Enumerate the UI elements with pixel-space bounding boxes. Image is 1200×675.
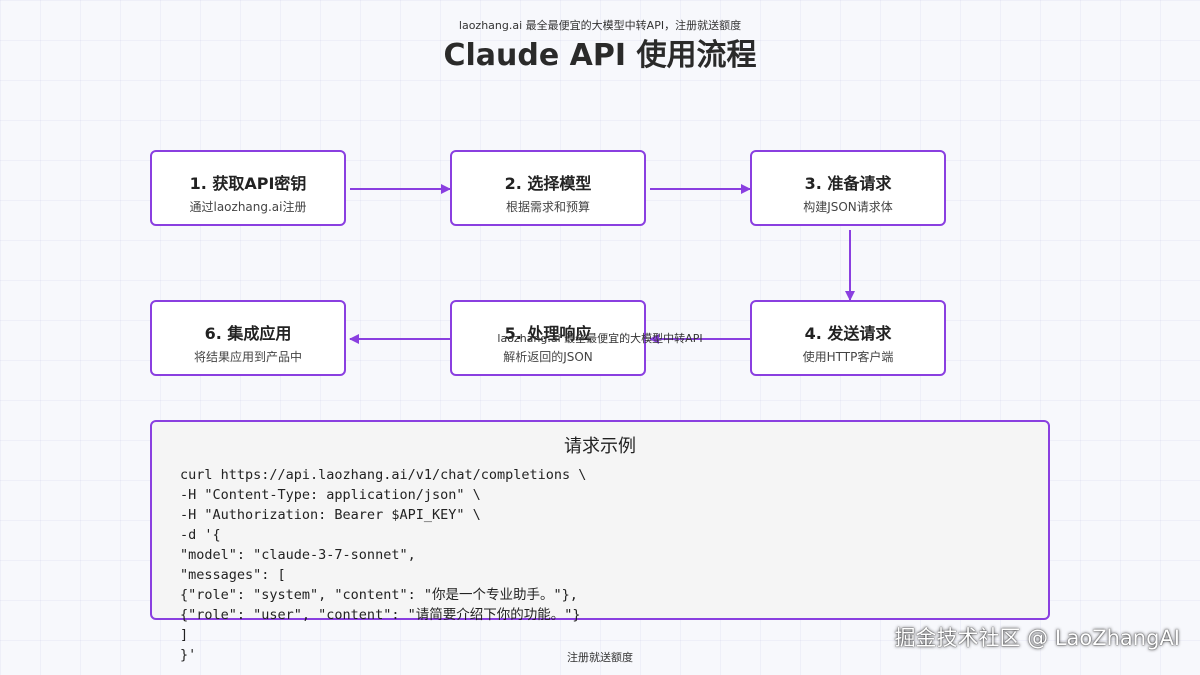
watermark-bottom: 注册就送额度 bbox=[567, 651, 633, 664]
code-block: curl https://api.laozhang.ai/v1/chat/com… bbox=[180, 465, 586, 665]
step-desc: 构建JSON请求体 bbox=[803, 200, 893, 214]
step-desc: 根据需求和预算 bbox=[505, 200, 590, 214]
watermark-top: laozhang.ai 最全最便宜的大模型中转API，注册就送额度 bbox=[458, 19, 742, 32]
step-choose-model: 2. 选择模型 根据需求和预算 bbox=[450, 150, 646, 226]
step-integrate-app: 6. 集成应用 将结果应用到产品中 bbox=[150, 300, 346, 376]
step-desc: 使用HTTP客户端 bbox=[802, 350, 894, 364]
source-credit: 掘金技术社区 @ LaoZhangAI bbox=[894, 626, 1180, 650]
page-title: Claude API 使用流程 bbox=[443, 38, 757, 73]
step-prepare-request: 3. 准备请求 构建JSON请求体 bbox=[750, 150, 946, 226]
code-line: curl https://api.laozhang.ai/v1/chat/com… bbox=[180, 467, 587, 483]
code-line: -H "Content-Type: application/json" \ bbox=[180, 487, 481, 503]
code-example-title: 请求示例 bbox=[564, 436, 636, 457]
step-handle-response: 5. 处理响应 解析返回的JSON bbox=[450, 300, 646, 376]
watermark-middle: laozhang.ai 最全最便宜的大模型中转API bbox=[497, 332, 703, 345]
code-line: }' bbox=[180, 647, 197, 663]
step-title: 4. 发送请求 bbox=[804, 324, 892, 343]
step-title: 5. 处理响应 bbox=[504, 324, 592, 343]
code-line: {"role": "user", "content": "请简要介绍下你的功能。… bbox=[180, 607, 581, 623]
step-desc: 解析返回的JSON bbox=[503, 350, 593, 364]
step-title: 6. 集成应用 bbox=[204, 324, 292, 343]
step-title: 2. 选择模型 bbox=[504, 174, 592, 193]
step-desc: 通过laozhang.ai注册 bbox=[189, 200, 307, 214]
step-title: 3. 准备请求 bbox=[804, 174, 892, 193]
code-line: -H "Authorization: Bearer $API_KEY" \ bbox=[180, 507, 481, 523]
step-title: 1. 获取API密钥 bbox=[189, 174, 307, 193]
step-get-api-key: 1. 获取API密钥 通过laozhang.ai注册 bbox=[150, 150, 346, 226]
step-desc: 将结果应用到产品中 bbox=[193, 350, 302, 364]
code-line: ] bbox=[180, 627, 189, 643]
code-line: "model": "claude-3-7-sonnet", bbox=[180, 547, 416, 563]
code-line: {"role": "system", "content": "你是一个专业助手。… bbox=[180, 587, 578, 603]
step-send-request: 4. 发送请求 使用HTTP客户端 bbox=[750, 300, 946, 376]
code-line: "messages": [ bbox=[180, 567, 286, 583]
code-line: -d '{ bbox=[180, 527, 221, 543]
code-example-panel bbox=[150, 420, 1050, 620]
